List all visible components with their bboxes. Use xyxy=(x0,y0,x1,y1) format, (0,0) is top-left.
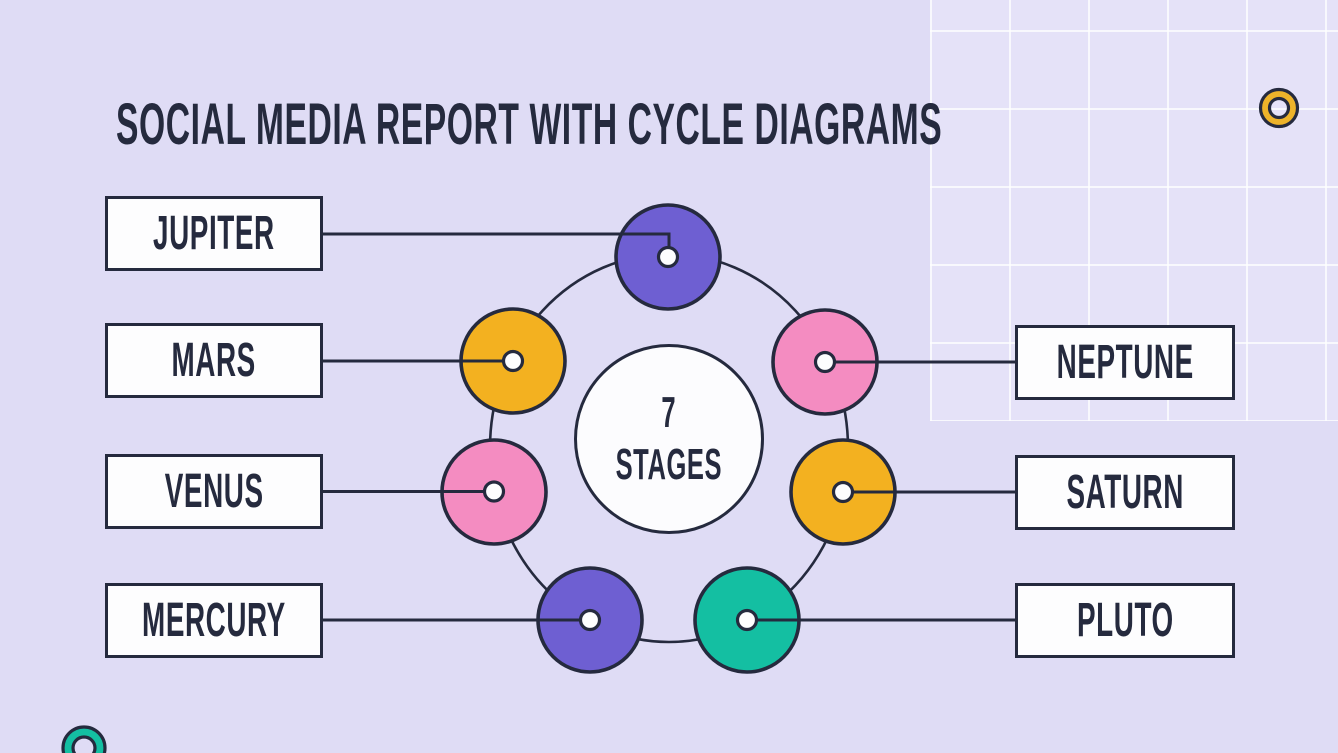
anchor-dot-venus xyxy=(482,480,506,503)
label-text-saturn: SATURN xyxy=(1066,466,1184,519)
anchor-dot-saturn xyxy=(831,480,855,504)
anchor-dot-neptune xyxy=(813,350,837,374)
anchor-dot-pluto xyxy=(735,608,759,632)
teal-ring-decoration-icon xyxy=(61,725,107,753)
slide-title-text: SOCIAL MEDIA REPORT WITH CYCLE DIAGRAMS xyxy=(116,92,943,157)
center-hub-caption: STAGES xyxy=(615,440,723,489)
anchor-dot-mercury xyxy=(578,608,602,632)
background-grid-panel xyxy=(930,0,1338,421)
label-box-saturn: SATURN xyxy=(1015,455,1235,530)
label-box-mars: MARS xyxy=(105,323,323,398)
label-text-jupiter: JUPITER xyxy=(153,207,275,260)
label-box-pluto: PLUTO xyxy=(1015,583,1235,658)
label-text-mars: MARS xyxy=(171,334,257,387)
center-hub: 7 STAGES xyxy=(574,344,764,534)
anchor-dot-mars xyxy=(501,349,525,373)
label-text-venus: VENUS xyxy=(164,465,264,518)
label-text-neptune: NEPTUNE xyxy=(1056,336,1194,389)
label-text-pluto: PLUTO xyxy=(1076,594,1174,647)
slide-title: SOCIAL MEDIA REPORT WITH CYCLE DIAGRAMS xyxy=(116,96,1338,154)
anchor-dot-jupiter xyxy=(656,245,680,269)
label-text-mercury: MERCURY xyxy=(142,594,286,647)
center-hub-count: 7 xyxy=(661,388,677,438)
label-box-venus: VENUS xyxy=(105,454,323,529)
label-box-mercury: MERCURY xyxy=(105,583,323,658)
label-box-jupiter: JUPITER xyxy=(105,196,323,271)
gold-ring-decoration-icon xyxy=(1258,87,1300,129)
label-box-neptune: NEPTUNE xyxy=(1015,325,1235,400)
